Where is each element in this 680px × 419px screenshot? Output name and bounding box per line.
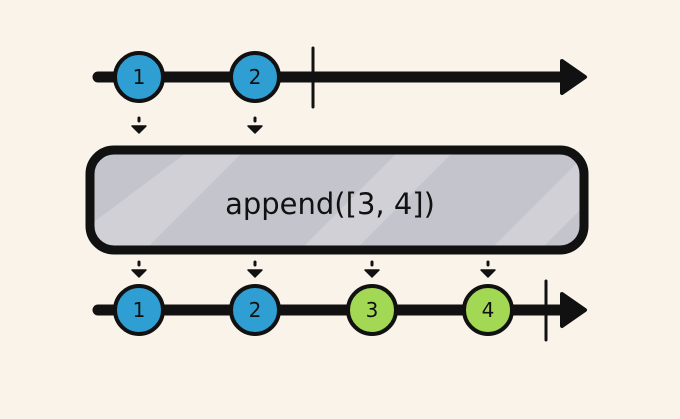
output-marble-circle — [113, 284, 165, 336]
output-arrow-icon — [480, 260, 496, 278]
output-marble-label: 1 — [133, 298, 146, 322]
output-marble: 4 — [462, 284, 514, 336]
output-marble-circle — [346, 284, 398, 336]
operator-box: append([3, 4]) — [85, 145, 589, 255]
output-timeline: 1 2 3 4 — [92, 279, 587, 342]
output-marble: 1 — [113, 284, 165, 336]
output-arrow-icon — [364, 260, 380, 278]
output-marble-circle — [229, 284, 281, 336]
operator-label: append([3, 4]) — [225, 187, 435, 221]
input-marble-label: 2 — [249, 65, 262, 89]
input-arrows — [131, 116, 263, 134]
input-marble-label: 1 — [133, 65, 146, 89]
output-marble-circle — [462, 284, 514, 336]
output-marbles: 1 2 3 4 — [113, 284, 514, 336]
input-marble-circle — [113, 51, 165, 103]
output-arrows — [131, 260, 496, 278]
output-arrow-icon — [247, 260, 263, 278]
operator-stripes — [90, 150, 584, 250]
output-marble-label: 3 — [366, 298, 379, 322]
output-marble: 3 — [346, 284, 398, 336]
output-marble-label: 2 — [249, 298, 262, 322]
input-marble-circle — [229, 51, 281, 103]
operator-box-border — [85, 145, 589, 255]
output-timeline-arrowhead-icon — [560, 292, 587, 328]
input-timeline-arrowhead-icon — [560, 59, 587, 95]
input-arrow-icon — [131, 116, 147, 134]
input-marble: 2 — [229, 51, 281, 103]
input-marble: 1 — [113, 51, 165, 103]
input-arrow-icon — [247, 116, 263, 134]
output-marble-label: 4 — [482, 298, 495, 322]
output-arrow-icon — [131, 260, 147, 278]
output-marble: 2 — [229, 284, 281, 336]
